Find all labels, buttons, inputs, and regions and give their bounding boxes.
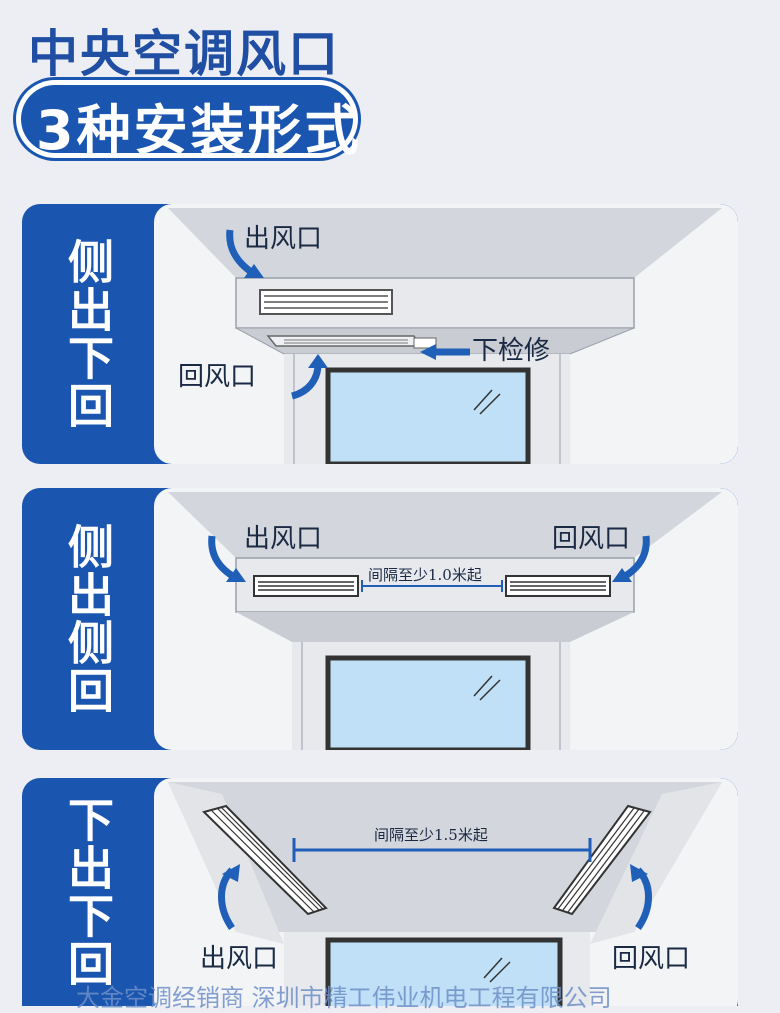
panel-3-illustration [22,778,738,1006]
panel-2-side-label: 侧出侧回 [61,523,115,715]
panel-side-out-side-return: 侧出侧回 出风口 回风口 间隔至少1.0米起 [22,488,738,750]
bottom-return-grille [266,335,422,347]
page-title: 中央空调风口 [28,25,340,83]
return-slot-grille [552,804,652,916]
panel-2-outlet-label: 出风口 [244,524,323,554]
panel-bottom-out-bottom-return: 下出下回 出风口 回风口 间隔至少1.5米起 [22,778,738,1006]
panel-1-return-label: 回风口 [178,362,257,392]
panel-1-maintenance-label: 下检修 [472,336,551,366]
maintenance-hatch [413,337,437,349]
panel-1-side-label: 侧出下回 [61,238,115,430]
panel-side-out-bottom-return: 侧出下回 出风口 回风口 下检修 [22,204,738,464]
panel-3-spacing-label: 间隔至少1.5米起 [374,826,488,844]
panel-3-outlet-label: 出风口 [200,944,279,974]
panel-2-return-label: 回风口 [552,524,631,554]
panel-2-spacing-label: 间隔至少1.0米起 [368,566,482,584]
window [325,367,531,464]
window [325,937,563,1006]
panel-3-side-label: 下出下回 [61,796,115,988]
panel-3-return-label: 回风口 [612,944,691,974]
panel-1-outlet-label: 出风口 [244,224,323,254]
window [325,655,531,750]
subtitle-pill [16,80,358,158]
panel-2-illustration [22,488,738,750]
watermark-text: 大金空调经销商 深圳市精工伟业机电工程有限公司 [76,984,612,1012]
page-subtitle: 3种安装形式 [36,99,362,162]
panel-1-illustration [22,204,738,464]
